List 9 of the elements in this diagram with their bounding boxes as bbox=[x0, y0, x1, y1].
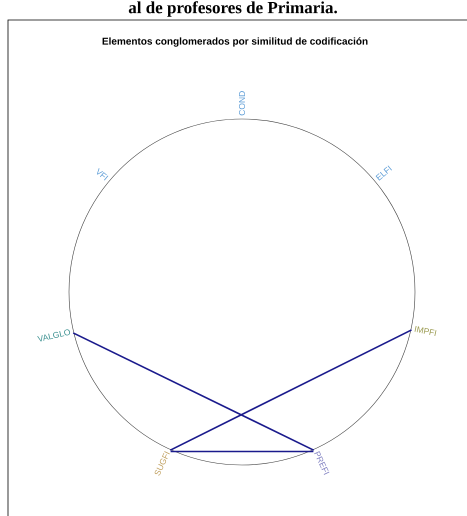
chart-title: Elementos conglomerados por similitud de codificación bbox=[102, 37, 368, 47]
axis-label: VFI bbox=[96, 168, 108, 180]
axis-label: IMPFI bbox=[414, 326, 436, 336]
axis-label: COND bbox=[239, 91, 245, 116]
chord-line bbox=[170, 450, 314, 452]
chord-line bbox=[72, 332, 314, 451]
axis-label: VALGLO bbox=[37, 329, 70, 342]
chord-line bbox=[170, 329, 412, 451]
heading-text: al de profesores de Primaria. bbox=[128, 1, 337, 17]
